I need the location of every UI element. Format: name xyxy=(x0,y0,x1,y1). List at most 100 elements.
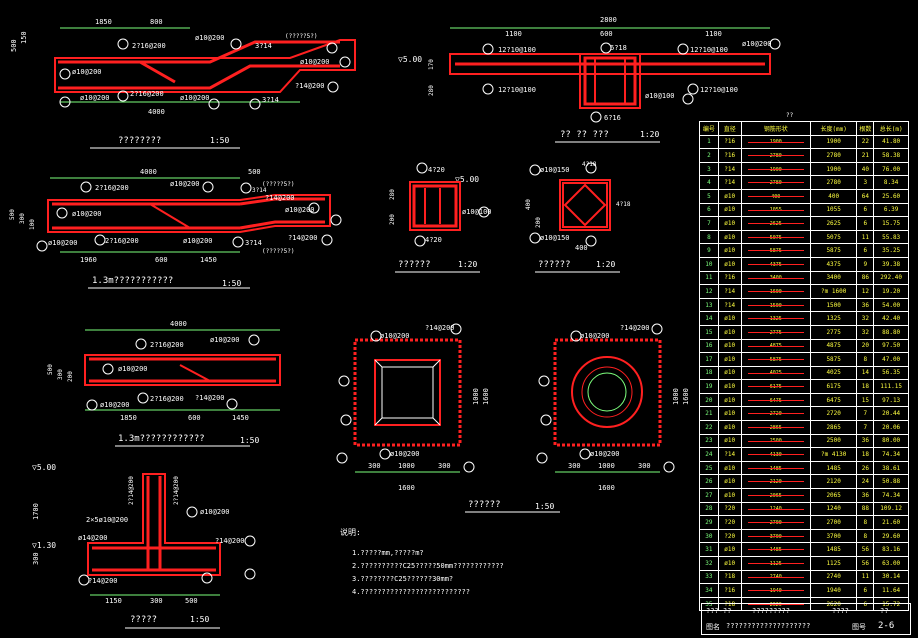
table-cell: 21 xyxy=(699,406,719,422)
name-label: 图名 xyxy=(706,623,720,631)
table-row: 26ø10212021202450.88 xyxy=(699,474,909,490)
table-row: 27ø10206520653674.34 xyxy=(699,488,909,503)
table-cell: 6 xyxy=(856,216,875,231)
rebar-shape xyxy=(747,195,804,197)
rebar-label: 2?14@200 xyxy=(128,476,135,505)
table-cell: 22 xyxy=(856,134,875,150)
view-beam-1-3m: 4000 500 1960 600 1450 500 300 100 2?16@… xyxy=(9,168,342,289)
view-beam-top-right: 2800 1100 600 1100 ▽5.00 12?10@100 6?18 … xyxy=(398,16,781,143)
view-manhole-plans: 300 1000 300 1600 300 1000 300 1600 1000… xyxy=(336,323,690,513)
table-cell: 8 xyxy=(856,352,875,367)
table-cell: ?20 xyxy=(717,528,742,544)
dim-label: 1000 xyxy=(398,462,415,470)
rebar-shape-cell: 5875 xyxy=(740,352,811,367)
rebar-label: (?????5?) xyxy=(285,33,318,40)
rebar-shape xyxy=(747,291,804,293)
dim-label: 1600 xyxy=(398,484,415,492)
table-cell: 2780 xyxy=(809,175,858,190)
table-cell: 29.60 xyxy=(873,528,909,544)
rebar-shape xyxy=(747,168,804,170)
dim-label: 1150 xyxy=(105,597,122,605)
rebar-shape xyxy=(747,454,804,456)
table-row: 34?1619401940611.64 xyxy=(699,583,909,598)
rebar-shape-cell: 1485 xyxy=(740,460,811,476)
table-cell: ?20 xyxy=(717,501,742,517)
rebar-label: ø10@200 xyxy=(195,34,225,42)
view-section-small-2: ø10@150 4?18 ø10@150 4?18 400 400 200 ??… xyxy=(525,161,631,273)
rebar-shape xyxy=(747,318,804,320)
table-cell: 4025 xyxy=(809,365,858,381)
view-beam-top-left: 1850 800 500 150 4000 ø10@200 2?16@200 ø… xyxy=(10,18,356,149)
note-line: 4.?????????????????????????? xyxy=(352,588,470,596)
table-row: 17ø1058755875847.00 xyxy=(699,352,909,367)
rebar-shape-cell: 2740 xyxy=(740,569,811,585)
rebar-shape xyxy=(747,182,804,184)
dim-label: 600 xyxy=(155,256,168,264)
dim-label: 200 xyxy=(389,214,396,225)
table-cell: 111.15 xyxy=(873,379,909,394)
rebar-shape-cell: 4025 xyxy=(740,365,811,381)
level-mark: ▽5.00 xyxy=(32,463,56,472)
rebar-shape-cell: 1055 xyxy=(740,202,811,218)
beam-outline xyxy=(54,39,356,93)
rebar-shape-cell: 2720 xyxy=(740,406,811,422)
table-row: 11?163400340086292.40 xyxy=(699,270,909,286)
view-title: ????? xyxy=(130,615,157,625)
table-cell: 2120 xyxy=(809,474,858,490)
table-row: 4?142780278038.34 xyxy=(699,175,909,190)
rebar-label: ø10@200 xyxy=(210,336,240,344)
dim-label: 1850 xyxy=(120,414,137,422)
table-cell: 47.00 xyxy=(873,352,909,367)
table-cell: 58.38 xyxy=(873,148,909,163)
notes-heading: 说明: xyxy=(340,527,361,537)
table-row: 19ø106175617518111.15 xyxy=(699,379,909,394)
rebar-shape xyxy=(747,386,804,388)
table-cell: 109.12 xyxy=(873,501,909,517)
table-cell: 32 xyxy=(699,556,719,571)
rebar-shape xyxy=(747,427,804,429)
table-cell: 34 xyxy=(699,583,719,598)
dim-label: 500 xyxy=(47,364,54,375)
table-cell: 6 xyxy=(856,202,875,218)
rebar-shape-cell: 2625 xyxy=(740,216,811,231)
rebar-label: ø10@200 xyxy=(180,94,210,102)
view-title: ?????? xyxy=(538,260,571,270)
rebar-shape-cell: 2775 xyxy=(740,324,811,340)
rebar-shape xyxy=(747,413,804,415)
rebar-label: 3?14 xyxy=(245,239,262,247)
table-cell: 400 xyxy=(809,188,858,204)
dim-label: 1600 xyxy=(682,388,690,405)
rebar-shape-cell: 1240 xyxy=(740,501,811,517)
table-cell: 56.35 xyxy=(873,365,909,381)
dim-label: 500 xyxy=(185,597,198,605)
table-cell: ø10 xyxy=(717,488,742,503)
rebar-label: ø10@200 xyxy=(590,450,620,458)
table-cell: 6 xyxy=(856,243,875,258)
table-cell: ø10 xyxy=(717,324,742,340)
rebar-label: 12?10@100 xyxy=(700,86,738,94)
table-cell: 1485 xyxy=(809,542,858,557)
table-cell: 64 xyxy=(856,188,875,204)
rebar-shape-cell: 1500 xyxy=(740,297,811,313)
level-mark: ▽5.00 xyxy=(455,175,479,184)
table-cell: ø10 xyxy=(717,460,742,476)
table-row: 7ø1026252625615.75 xyxy=(699,216,909,231)
table-cell: 3700 xyxy=(809,528,858,544)
rebar-label: 2?16@200 xyxy=(105,237,139,245)
rebar-label: ø10@200 xyxy=(183,237,213,245)
view-scale: 1:20 xyxy=(596,260,615,269)
dim-label: 150 xyxy=(20,31,28,44)
note-line: 2.??????????C25?????50mm???????????? xyxy=(352,562,504,570)
table-row: 6ø101055105566.39 xyxy=(699,202,909,218)
rebar-shape-cell: 6475 xyxy=(740,392,811,408)
rebar-shape-cell: 3400 xyxy=(740,270,811,286)
table-cell: ø10 xyxy=(717,188,742,204)
rebar-label: 4?20 xyxy=(428,166,445,174)
marker-circle xyxy=(117,38,129,50)
dim-label: 1000 xyxy=(672,388,680,405)
table-cell: 5 xyxy=(699,188,719,204)
dim-label: 1850 xyxy=(95,18,112,26)
rebar-shape xyxy=(747,576,804,578)
rebar-label: ?14@200 xyxy=(620,324,650,332)
